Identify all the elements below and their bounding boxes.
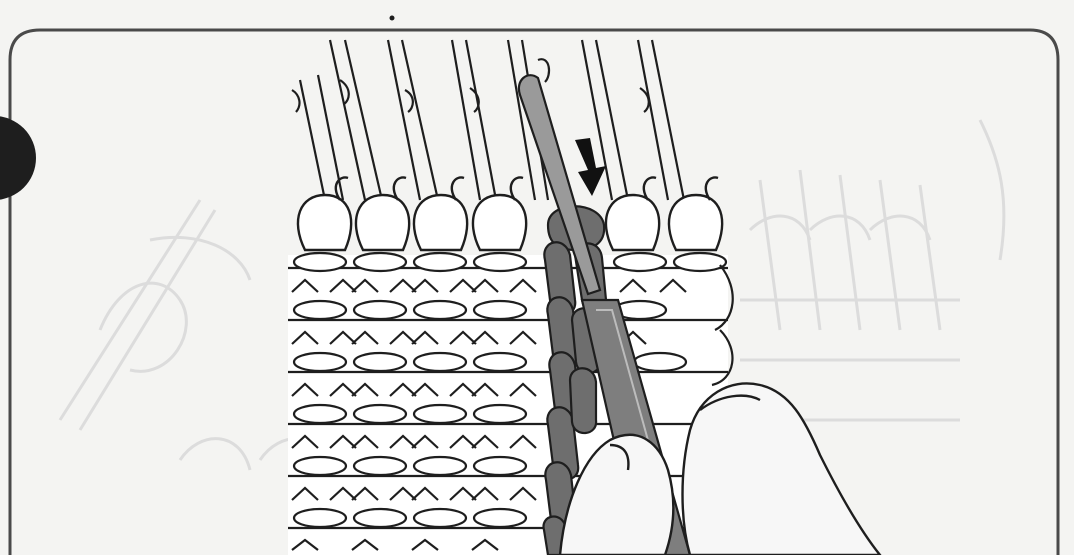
print-dot — [390, 16, 395, 21]
step-badge: 3 — [0, 116, 36, 200]
dropped-stitch-strands — [292, 40, 684, 200]
